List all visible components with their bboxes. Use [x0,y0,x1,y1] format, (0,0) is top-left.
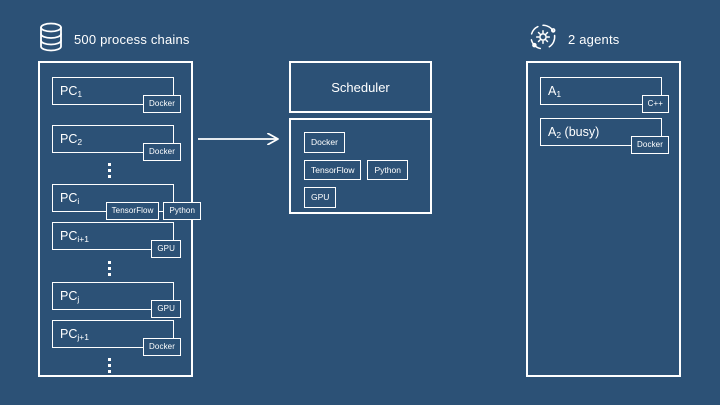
capability-tag-row: GPU [151,300,181,318]
capability-row: Docker [304,132,430,153]
capability-tag: Docker [304,132,345,153]
process-chains-list: PC1 Docker PC2 Docker PCi [40,63,201,375]
capability-tag: TensorFlow [105,202,160,220]
scheduler-capabilities-box: Docker TensorFlow Python GPU [289,118,432,214]
process-chain-item[interactable]: PCj GPU [52,282,181,318]
capability-row: GPU [304,187,430,208]
process-chain-label: PC2 [60,131,83,148]
capability-tag: Docker [143,95,181,113]
process-chain-item[interactable]: PC2 Docker [52,125,181,161]
capability-tag: Docker [143,338,181,356]
chains-header: 500 process chains [38,22,190,57]
process-chain-label: PCi [60,190,80,207]
capability-tag-row: Docker [143,338,181,356]
agent-label: A1 [548,83,562,100]
process-chain-item[interactable]: PCi TensorFlow Python [52,184,201,220]
process-chain-item[interactable]: PCj+1 Docker [52,320,181,356]
flow-arrow [197,132,282,146]
capability-tag: Python [163,202,201,220]
agent-item[interactable]: A1 C++ [540,77,669,113]
database-icon [38,22,64,57]
capability-tag: TensorFlow [304,159,362,180]
scheduler-title: Scheduler [331,79,390,95]
capability-tag: GPU [151,240,181,258]
ellipsis-vertical-icon [108,358,111,373]
agents-header: 2 agents [528,22,619,57]
capability-tag: GPU [151,300,181,318]
process-chains-panel: PC1 Docker PC2 Docker PCi [38,61,201,377]
process-chain-item[interactable]: PC1 Docker [52,77,181,113]
capability-tag-row: GPU [151,240,181,258]
gear-orbit-icon [528,22,558,57]
capability-tag: Docker [143,143,181,161]
capability-tag: C++ [641,95,669,113]
process-chain-label: PCi+1 [60,228,89,245]
capability-tag-row: Docker [631,136,669,154]
scheduler-box[interactable]: Scheduler [289,61,432,113]
capability-tag-row: Docker [143,95,181,113]
capability-row: TensorFlow Python [304,159,430,180]
capability-tag-row: Docker [143,143,181,161]
capability-tag: Python [367,159,408,180]
capability-tag-row: C++ [641,95,669,113]
agent-label: A2 (busy) [548,124,600,141]
capability-tag: GPU [304,187,337,208]
ellipsis-vertical-icon [108,163,111,178]
chains-header-label: 500 process chains [74,32,190,47]
agent-item[interactable]: A2 (busy) Docker [540,118,669,154]
process-chain-label: PCj+1 [60,326,89,343]
capability-tag: Docker [631,136,669,154]
agents-header-label: 2 agents [568,32,620,47]
process-chain-label: PC1 [60,83,83,100]
capability-tag-row: TensorFlow Python [105,202,201,220]
process-chain-item[interactable]: PCi+1 GPU [52,222,181,258]
process-chain-label: PCj [60,288,80,305]
agents-list: A1 C++ A2 (busy) Docker [528,63,679,375]
ellipsis-vertical-icon [108,261,111,276]
agents-panel: A1 C++ A2 (busy) Docker [526,61,681,377]
